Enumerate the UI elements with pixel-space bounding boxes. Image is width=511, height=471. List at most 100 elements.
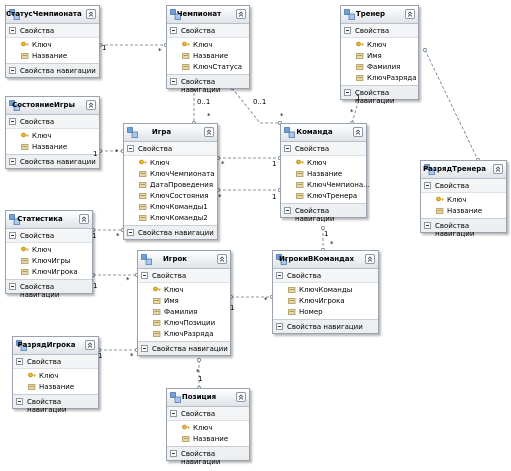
property-row[interactable]: КлючСостояния [124, 190, 217, 201]
entity-header[interactable]: ИгрокиВКомандах [273, 251, 378, 269]
collapse-entity-icon[interactable] [217, 254, 227, 264]
collapse-entity-icon[interactable] [79, 214, 89, 224]
navigation-section-header[interactable]: Свойства навигации [6, 154, 99, 168]
entity-header[interactable]: Статистика [6, 211, 92, 229]
navigation-section-header[interactable]: Свойства навигации [124, 225, 217, 239]
collapse-entity-icon[interactable] [405, 9, 415, 19]
property-row[interactable]: КлючРазряда [138, 328, 230, 339]
navigation-section-header[interactable]: Свойства навигации [6, 279, 92, 299]
property-row[interactable]: Ключ [6, 130, 99, 141]
properties-section-header[interactable]: Свойства [13, 355, 98, 368]
property-row[interactable]: Фамилия [341, 61, 418, 72]
entity-header[interactable]: Игра [124, 124, 217, 142]
property-row[interactable]: КлючЧемпиона... [281, 179, 370, 190]
properties-section-header[interactable]: Свойства [421, 179, 506, 192]
collapse-entity-icon[interactable] [236, 392, 246, 402]
property-row[interactable]: Название [167, 433, 249, 444]
properties-section-header[interactable]: Свойства [124, 142, 217, 155]
collapse-toggle-icon[interactable] [9, 232, 16, 239]
property-row[interactable]: ДатаПроведения [124, 179, 217, 190]
collapse-toggle-icon[interactable] [9, 27, 16, 34]
property-row[interactable]: Название [6, 141, 99, 152]
property-row[interactable]: Номер [273, 306, 378, 317]
collapse-toggle-icon[interactable] [16, 358, 23, 365]
collapse-toggle-icon[interactable] [141, 345, 148, 352]
property-row[interactable]: КлючТренера [281, 190, 366, 201]
property-row[interactable]: Название [13, 381, 98, 392]
property-row[interactable]: Ключ [13, 370, 98, 381]
property-row[interactable]: Название [167, 50, 249, 61]
properties-section-header[interactable]: Свойства [6, 229, 92, 242]
properties-section-header[interactable]: Свойства [341, 24, 418, 37]
collapse-toggle-icon[interactable] [170, 27, 177, 34]
collapse-toggle-icon[interactable] [9, 67, 16, 74]
navigation-section-header[interactable]: Свойства навигации [273, 319, 378, 333]
collapse-toggle-icon[interactable] [276, 272, 283, 279]
property-row[interactable]: Имя [138, 295, 230, 306]
property-row[interactable]: КлючИгры [6, 255, 92, 266]
collapse-entity-icon[interactable] [204, 127, 214, 137]
collapse-entity-icon[interactable] [85, 340, 95, 350]
collapse-toggle-icon[interactable] [170, 410, 177, 417]
collapse-toggle-icon[interactable] [127, 229, 134, 236]
entity-header[interactable]: СтатусЧемпионата [6, 6, 99, 24]
properties-section-header[interactable]: Свойства [6, 115, 99, 128]
entity-header[interactable]: Игрок [138, 251, 230, 269]
property-row[interactable]: Ключ [421, 194, 506, 205]
property-row[interactable]: Ключ [281, 157, 366, 168]
collapse-toggle-icon[interactable] [9, 158, 16, 165]
collapse-toggle-icon[interactable] [284, 145, 291, 152]
property-row[interactable]: КлючИгрока [273, 295, 378, 306]
properties-section-header[interactable]: Свойства [6, 24, 99, 37]
collapse-toggle-icon[interactable] [16, 398, 23, 405]
property-row[interactable]: КлючКоманды [273, 284, 378, 295]
collapse-entity-icon[interactable] [365, 254, 375, 264]
navigation-section-header[interactable]: Свойства навигации [167, 446, 249, 466]
entity-header[interactable]: Позиция [167, 389, 249, 407]
property-row[interactable]: Ключ [341, 39, 418, 50]
collapse-toggle-icon[interactable] [9, 118, 16, 125]
properties-section-header[interactable]: Свойства [167, 24, 249, 37]
property-row[interactable]: Ключ [124, 157, 217, 168]
property-row[interactable]: КлючКоманды1 [124, 201, 217, 212]
property-row[interactable]: КлючПозиции [138, 317, 230, 328]
collapse-toggle-icon[interactable] [344, 89, 351, 96]
property-row[interactable]: Название [6, 50, 99, 61]
property-row[interactable]: Ключ [6, 244, 92, 255]
properties-section-header[interactable]: Свойства [167, 407, 249, 420]
navigation-section-header[interactable]: Свойства навигации [281, 203, 366, 223]
navigation-section-header[interactable]: Свойства навигации [341, 85, 418, 105]
property-row[interactable]: Ключ [6, 39, 99, 50]
entity-header[interactable]: Команда [281, 124, 366, 142]
property-row[interactable]: Ключ [167, 39, 249, 50]
collapse-toggle-icon[interactable] [424, 222, 431, 229]
navigation-section-header[interactable]: Свойства навигации [421, 218, 506, 238]
collapse-entity-icon[interactable] [353, 127, 363, 137]
collapse-toggle-icon[interactable] [424, 182, 431, 189]
navigation-section-header[interactable]: Свойства навигации [138, 341, 230, 355]
navigation-section-header[interactable]: Свойства навигации [6, 63, 99, 77]
property-row[interactable]: КлючКоманды2 [124, 212, 217, 223]
entity-header[interactable]: СостояниеИгры [6, 97, 99, 115]
entity-header[interactable]: Чемпионат [167, 6, 249, 24]
association-coach-coachrank[interactable] [424, 49, 479, 161]
collapse-toggle-icon[interactable] [127, 145, 134, 152]
properties-section-header[interactable]: Свойства [138, 269, 230, 282]
property-row[interactable]: КлючИгрока [6, 266, 92, 277]
collapse-toggle-icon[interactable] [9, 283, 16, 290]
properties-section-header[interactable]: Свойства [281, 142, 366, 155]
navigation-section-header[interactable]: Свойства навигации [13, 394, 98, 414]
collapse-entity-icon[interactable] [493, 164, 503, 174]
collapse-entity-icon[interactable] [86, 100, 96, 110]
property-row[interactable]: КлючСтатуса [167, 61, 249, 72]
